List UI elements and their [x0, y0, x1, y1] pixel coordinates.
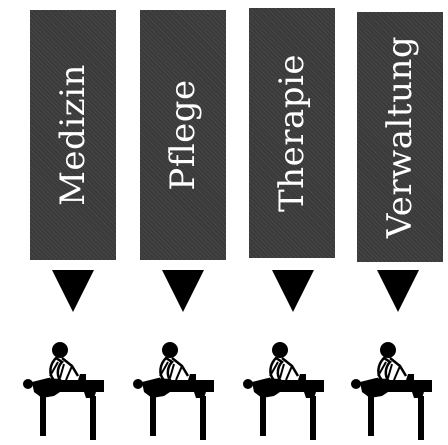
column-verwaltung: Verwaltung — [350, 0, 448, 445]
department-label-verwaltung: Verwaltung — [380, 35, 420, 239]
department-box-pflege: Pflege — [140, 10, 226, 260]
down-triangle-icon — [162, 270, 204, 312]
department-label-pflege: Pflege — [163, 79, 203, 191]
down-triangle-icon — [52, 270, 94, 312]
patient-care-icon — [20, 340, 110, 445]
patient-care-icon — [348, 340, 438, 445]
column-therapie: Therapie — [240, 0, 340, 445]
patient-care-icon — [240, 340, 330, 445]
down-triangle-icon — [377, 270, 419, 312]
department-label-medizin: Medizin — [53, 64, 93, 206]
down-triangle-icon — [272, 270, 314, 312]
department-box-therapie: Therapie — [249, 8, 335, 258]
department-label-therapie: Therapie — [272, 54, 312, 212]
department-box-verwaltung: Verwaltung — [357, 12, 443, 262]
patient-care-icon — [130, 340, 220, 445]
column-medizin: Medizin — [20, 0, 120, 445]
column-pflege: Pflege — [130, 0, 230, 445]
department-box-medizin: Medizin — [30, 10, 116, 260]
